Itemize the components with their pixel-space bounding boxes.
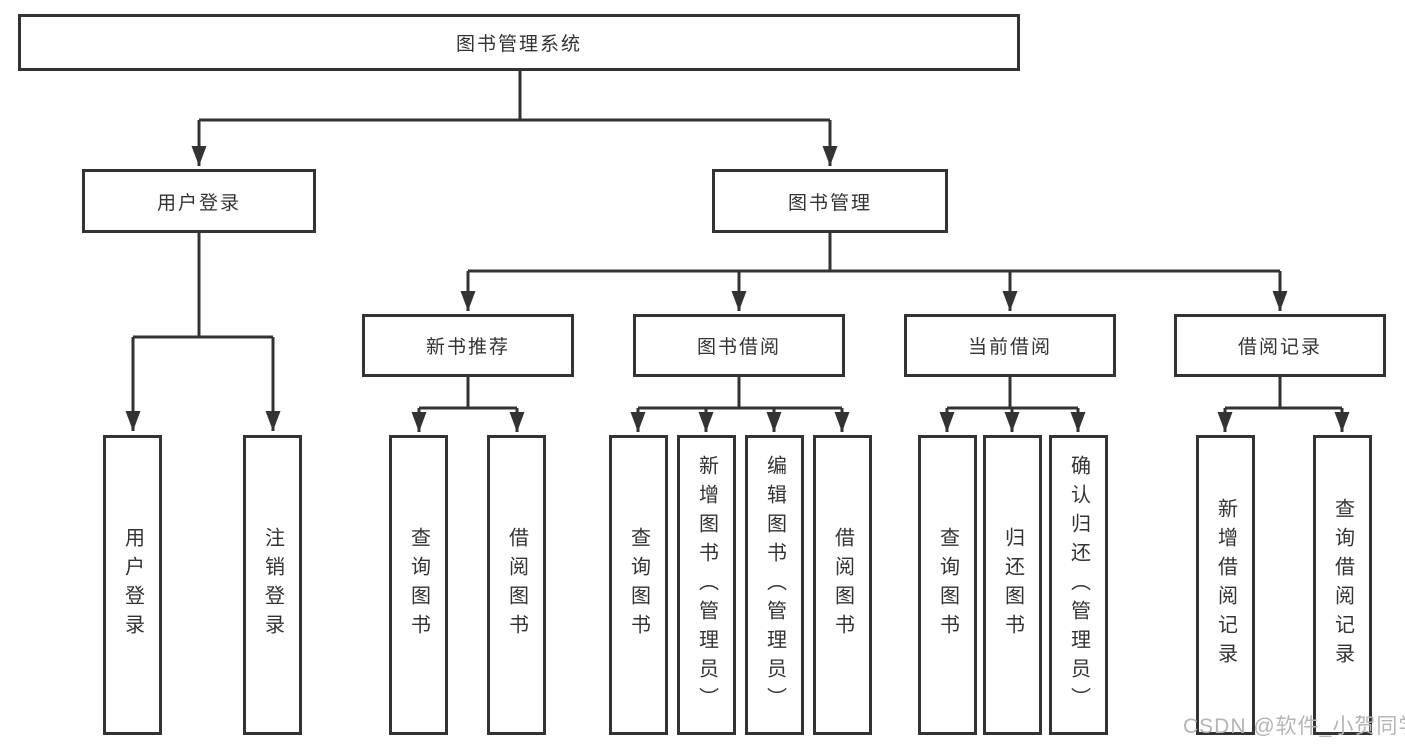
node-new-book-recommend-label: 新书推荐: [425, 337, 510, 358]
connector-current-borrow-children: [939, 377, 1086, 432]
node-borrow-records: 借阅记录: [1174, 314, 1386, 377]
node-user-login: 用户登录: [82, 169, 316, 233]
leaf-label: 新增借阅记录: [1214, 498, 1237, 672]
leaf-label: 注销登录: [261, 527, 284, 643]
node-root: 图书管理系统: [18, 14, 1020, 71]
leaf-label: 查询借阅记录: [1331, 498, 1354, 672]
leaf-user-login-logout: 注销登录: [243, 435, 302, 735]
watermark: CSDN @软件_小贺同学: [1183, 715, 1405, 738]
leaf-label: 编辑图书（管理员）: [763, 454, 786, 716]
node-book-borrow-label: 图书借阅: [696, 337, 781, 358]
node-new-book-recommend: 新书推荐: [362, 314, 574, 377]
node-book-management: 图书管理: [712, 169, 948, 233]
leaf-label: 归还图书: [1001, 527, 1024, 643]
leaf-user-login-login: 用户登录: [103, 435, 162, 735]
leaf-current-query: 查询图书: [918, 435, 977, 735]
leaf-borrow-borrow: 借阅图书: [813, 435, 872, 735]
leaf-label: 用户登录: [121, 527, 144, 643]
connector-borrow-records-children: [1217, 377, 1350, 432]
leaf-label: 查询图书: [936, 527, 959, 643]
leaf-label: 查询图书: [407, 527, 430, 643]
node-user-login-label: 用户登录: [156, 192, 241, 214]
connector-user-login-children: [125, 233, 281, 431]
leaf-current-return: 归还图书: [983, 435, 1042, 735]
node-borrow-records-label: 借阅记录: [1237, 337, 1322, 358]
leaf-label: 确认归还（管理员）: [1067, 454, 1090, 716]
leaf-borrow-edit: 编辑图书（管理员）: [745, 435, 804, 735]
leaf-newbook-borrow: 借阅图书: [487, 435, 546, 735]
connector-book-borrow-children: [630, 377, 850, 432]
node-current-borrow: 当前借阅: [904, 314, 1116, 377]
connector-book-management-level3: [460, 233, 1288, 311]
connector-new-book-children: [411, 377, 525, 432]
leaf-label: 新增图书（管理员）: [695, 454, 718, 716]
node-current-borrow-label: 当前借阅: [967, 337, 1052, 358]
leaf-borrow-add: 新增图书（管理员）: [677, 435, 736, 735]
leaf-newbook-query: 查询图书: [389, 435, 448, 735]
node-root-label: 图书管理系统: [455, 34, 582, 55]
leaf-label: 借阅图书: [505, 527, 528, 643]
leaf-records-add: 新增借阅记录: [1196, 435, 1255, 735]
leaf-label: 查询图书: [627, 527, 650, 643]
node-book-management-label: 图书管理: [787, 192, 872, 214]
leaf-borrow-query: 查询图书: [609, 435, 668, 735]
connector-root-level2: [191, 70, 838, 166]
leaf-label: 借阅图书: [831, 527, 854, 643]
leaf-current-confirm-return: 确认归还（管理员）: [1049, 435, 1108, 735]
leaf-records-query: 查询借阅记录: [1313, 435, 1372, 735]
node-book-borrow: 图书借阅: [633, 314, 845, 377]
